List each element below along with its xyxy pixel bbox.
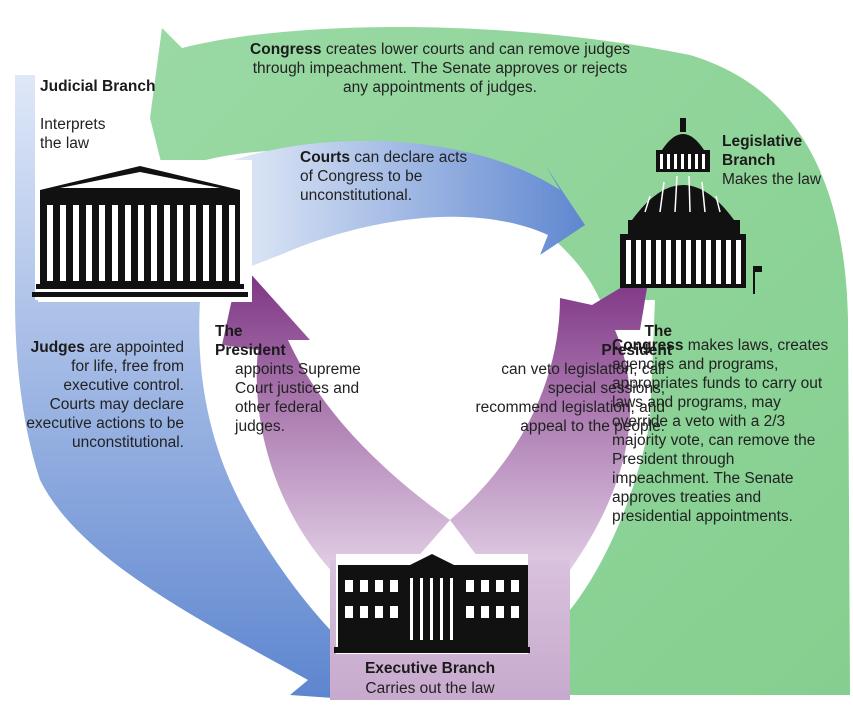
executive-branch-role: Carries out the law — [365, 680, 495, 697]
capitol-dome-icon — [620, 118, 762, 294]
president-on-congress-title: The President — [601, 323, 672, 359]
legislative-branch-title: Legislative Branch — [722, 133, 803, 169]
courts-on-congress-text: Courts can declare acts of Congress to b… — [300, 149, 468, 204]
blue-arrow-top — [195, 140, 585, 290]
judicial-branch-role: Interprets the law — [40, 116, 106, 152]
white-house-icon — [334, 554, 530, 654]
purple-arrow-left — [222, 262, 450, 580]
executive-branch-title: Executive Branch — [364, 660, 496, 677]
judicial-branch-title: Judicial Branch — [40, 78, 156, 95]
president-on-congress-text: can veto legislation, call special sessi… — [475, 361, 665, 435]
congress-on-president-text: Congress makes laws, creates agencies an… — [612, 337, 829, 525]
legislative-branch-role: Makes the law — [722, 171, 822, 188]
congress-on-courts-text: Congress creates lower courts and can re… — [250, 41, 630, 96]
purple-arrow-right — [450, 270, 650, 570]
blue-arrow-left — [15, 75, 362, 700]
president-on-courts-text: appoints Supreme Court justices and othe… — [235, 361, 361, 435]
supreme-court-building-icon — [32, 160, 252, 302]
president-on-courts-title: The President — [215, 323, 286, 359]
judges-on-executive-text: Judges are appointed for life, free from… — [26, 339, 184, 451]
